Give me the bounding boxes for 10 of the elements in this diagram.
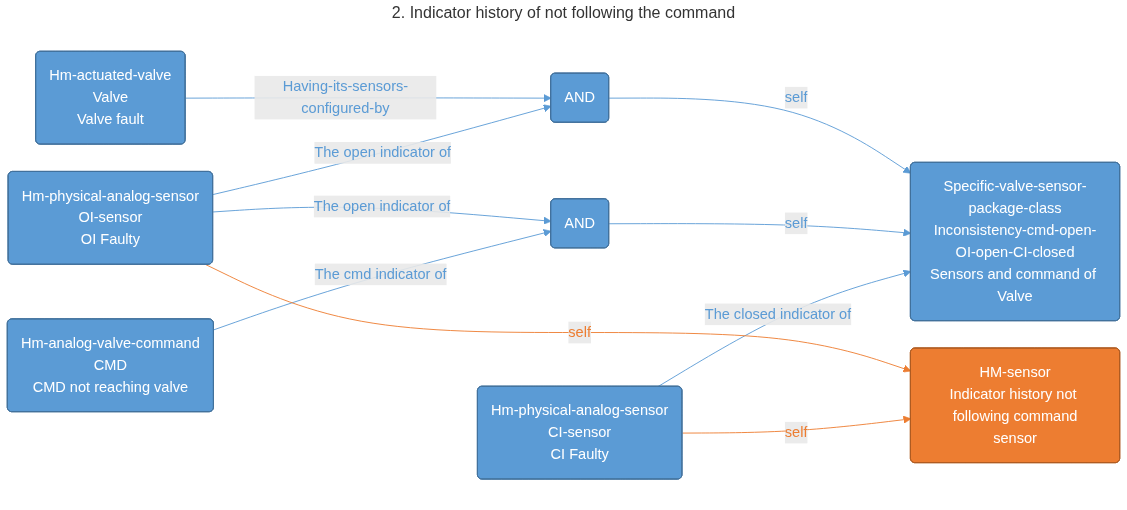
- edge-label: Having-its-sensors-configured-by: [282, 78, 409, 116]
- edge-label: self: [784, 89, 808, 105]
- edge-label: The open indicator of: [313, 198, 451, 214]
- diagram-title: 2. Indicator history of not following the command: [390, 4, 737, 22]
- edge-label: self: [784, 214, 808, 231]
- edge-label: The closed indicator of: [704, 305, 852, 322]
- edge-label: The open indicator of: [314, 144, 452, 160]
- edge-label: self: [784, 424, 808, 440]
- edge-label: The cmd indicator of: [314, 266, 447, 282]
- edge-label: self: [568, 324, 591, 340]
